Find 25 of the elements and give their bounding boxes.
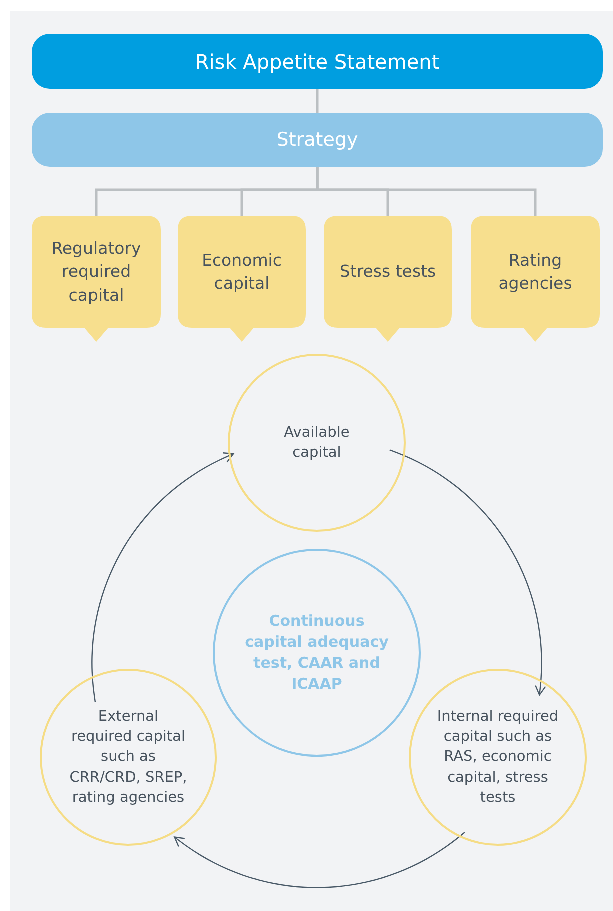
strategy-bar	[32, 113, 603, 167]
circle-text: Available capital	[283, 424, 351, 463]
curved-arrow	[390, 450, 546, 696]
connector-line	[316, 167, 537, 216]
hub-circle	[213, 549, 421, 757]
callout-box	[471, 216, 600, 342]
bar-text: Strategy	[276, 128, 358, 152]
callout-box	[178, 216, 306, 342]
process-circle	[228, 354, 406, 532]
curved-arrow	[92, 452, 234, 703]
callout-text: Regulatory required capital	[50, 238, 142, 307]
callout-text: Rating agencies	[498, 250, 574, 295]
process-circle	[40, 669, 217, 846]
connector-line	[316, 89, 319, 113]
bar-text: Risk Appetite Statement	[195, 50, 440, 74]
process-circle	[409, 669, 587, 846]
hub-text: Continuous capital adequacy test, CAAR and ICAAP	[244, 611, 390, 695]
statement-bar	[32, 34, 603, 89]
circle-text: External required capital such as CRR/CRD, SREP, rating agencies	[68, 708, 188, 808]
circle-text: Internal required capital such as RAS, economic capital, stress tests	[437, 708, 559, 808]
callout-text: Economic capital	[201, 250, 283, 295]
callout-box	[324, 216, 452, 342]
callout-text: Stress tests	[338, 261, 438, 284]
callout-box	[32, 216, 161, 342]
curved-arrow	[174, 832, 466, 888]
